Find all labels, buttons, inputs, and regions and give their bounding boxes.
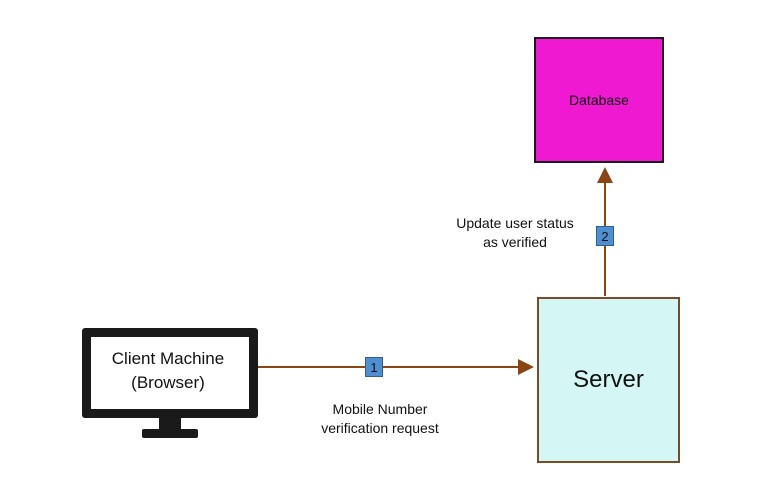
step-1-number: 1 <box>370 359 378 375</box>
step-2-number: 2 <box>601 228 609 244</box>
database-label: Database <box>569 92 629 108</box>
database-node: Database <box>534 37 664 163</box>
step-1-caption-line1: Mobile Number <box>332 401 428 417</box>
client-monitor-icon <box>82 328 258 438</box>
client-label-line1: Client Machine <box>111 349 225 368</box>
client-machine-label: Client Machine (Browser) <box>91 341 245 401</box>
client-label-line2: (Browser) <box>131 373 205 392</box>
step-1-badge: 1 <box>365 357 383 377</box>
server-label: Server <box>573 366 644 393</box>
step-1-caption-line2: verification request <box>321 420 439 436</box>
step-1-caption: Mobile Number verification request <box>300 400 460 438</box>
step-2-caption-line2: as verified <box>483 234 547 250</box>
step-2-caption-line1: Update user status <box>456 215 574 231</box>
step-2-badge: 2 <box>596 226 614 246</box>
server-node: Server <box>537 297 680 463</box>
step-2-caption: Update user status as verified <box>440 214 590 252</box>
